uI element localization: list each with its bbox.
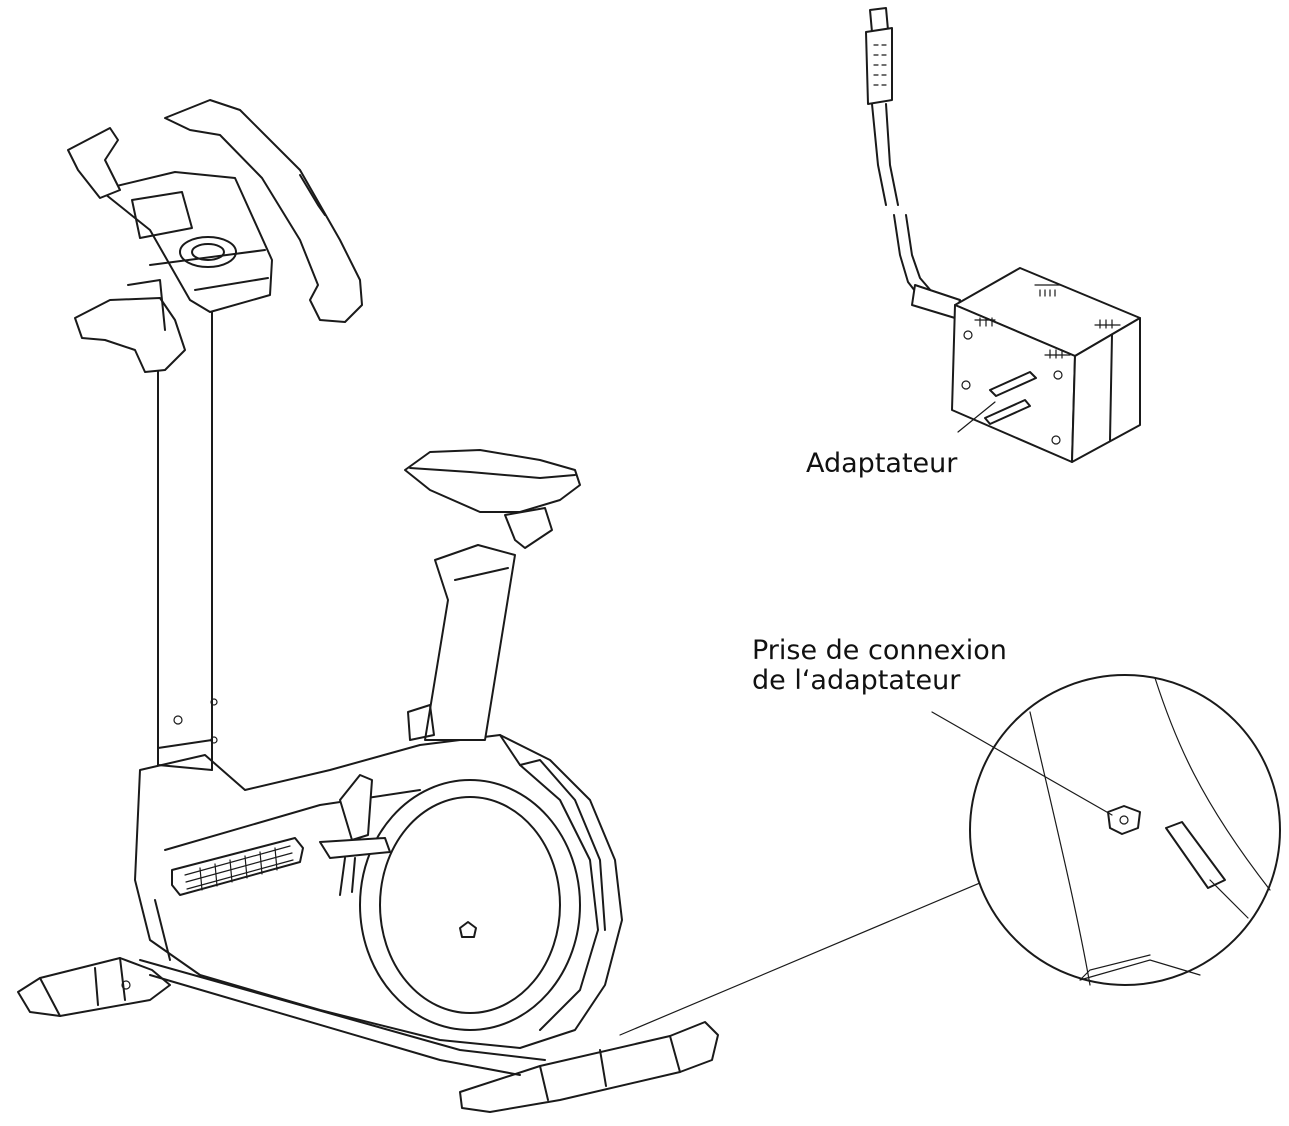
saddle [404,449,581,549]
dc-plug-body [865,27,893,105]
socket-label-line1: Prise de connexion [752,635,1007,666]
socket-leader-line [931,711,1113,816]
adapter-cable [871,103,899,206]
base-frame [139,959,546,1076]
seat-post [407,544,516,741]
adapter-prong-bottom [984,399,1031,425]
adapter-label: Adaptateur [806,448,958,479]
front-stabilizer [17,957,171,1017]
power-adapter [865,7,1141,463]
socket-plug [1165,821,1226,889]
vent-grille [171,837,304,896]
handlebar-post [157,309,218,771]
adapter-leader-line [957,401,996,433]
adapter-prong-top [989,371,1037,397]
rear-stabilizer [459,1021,719,1113]
socket-label-line2: de l‘adaptateur [752,665,961,696]
console [99,171,273,313]
exercise-bike [17,99,719,1113]
adapter-box-side [1071,317,1141,463]
socket-detail-zoom [619,674,1281,1036]
flywheel-cover [359,779,581,1031]
crank-pedal [319,774,391,896]
socket-label: Prise de connexion de l‘adaptateur [752,636,1007,696]
handlebars [67,99,363,373]
adapter-cable-lower [893,214,933,301]
socket-port [1107,805,1141,835]
